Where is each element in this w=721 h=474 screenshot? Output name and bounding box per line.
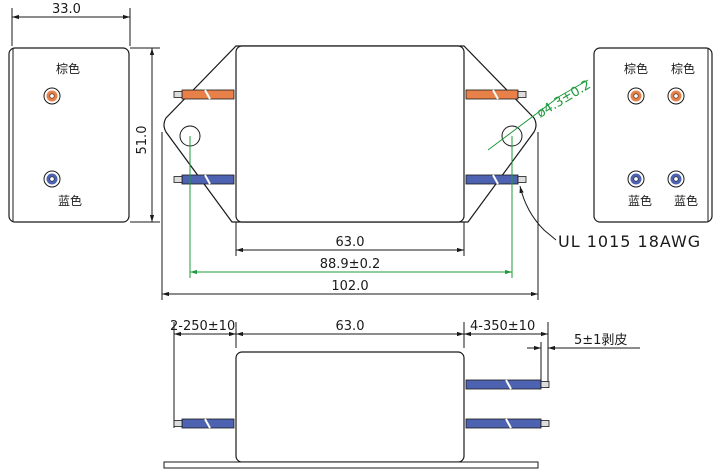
top-left-brown-wire	[173, 89, 235, 100]
top-view-flange	[163, 45, 537, 223]
front-left-blue-wire	[173, 418, 235, 429]
right-wire-length-dim: 4-350±10	[470, 319, 535, 334]
hole-spacing-dim	[189, 79, 589, 278]
wire-note-leader	[519, 185, 557, 241]
left-height-dim: 51.0	[135, 126, 150, 155]
right-blue-terminal-2	[667, 170, 685, 188]
top-left-blue-wire	[173, 174, 235, 185]
front-view-base	[163, 461, 539, 469]
hole-diameter-dim: ø4.3±0.2	[534, 78, 593, 122]
front-view-body	[235, 351, 465, 463]
front-right-blue-wire-2	[465, 418, 550, 429]
top-view-body	[235, 45, 465, 223]
top-right-brown-wire	[465, 89, 527, 100]
left-width-dim: 33.0	[52, 2, 81, 17]
left-blue-terminal	[43, 170, 61, 188]
right-brown-terminal-2	[667, 87, 685, 105]
left-blue-label: 蓝色	[58, 194, 82, 208]
right-brown-label-1: 棕色	[624, 61, 648, 76]
right-side-view	[593, 47, 713, 223]
front-body-dim: 63.0	[336, 319, 365, 334]
right-brown-terminal-1	[627, 87, 645, 105]
top-view-dims	[161, 132, 539, 300]
right-blue-label-2: 蓝色	[674, 194, 698, 208]
hole-spacing-label: 88.9±0.2	[320, 257, 381, 272]
overall-length-dim: 102.0	[331, 279, 368, 294]
left-side-view	[8, 8, 160, 223]
left-brown-terminal	[43, 87, 61, 105]
top-right-blue-wire	[465, 174, 527, 185]
right-brown-label-2: 棕色	[671, 61, 695, 76]
right-blue-terminal-1	[627, 170, 645, 188]
left-wire-length-dim: 2-250±10	[170, 319, 235, 334]
left-brown-label: 棕色	[56, 61, 80, 76]
wire-spec-note: UL 1015 18AWG	[558, 232, 701, 251]
right-blue-label-1: 蓝色	[628, 194, 652, 208]
front-right-blue-wire-1	[465, 379, 550, 390]
front-view-dims	[173, 322, 640, 428]
strip-length-dim: 5±1剥皮	[574, 333, 627, 348]
body-width-dim: 63.0	[336, 235, 365, 250]
